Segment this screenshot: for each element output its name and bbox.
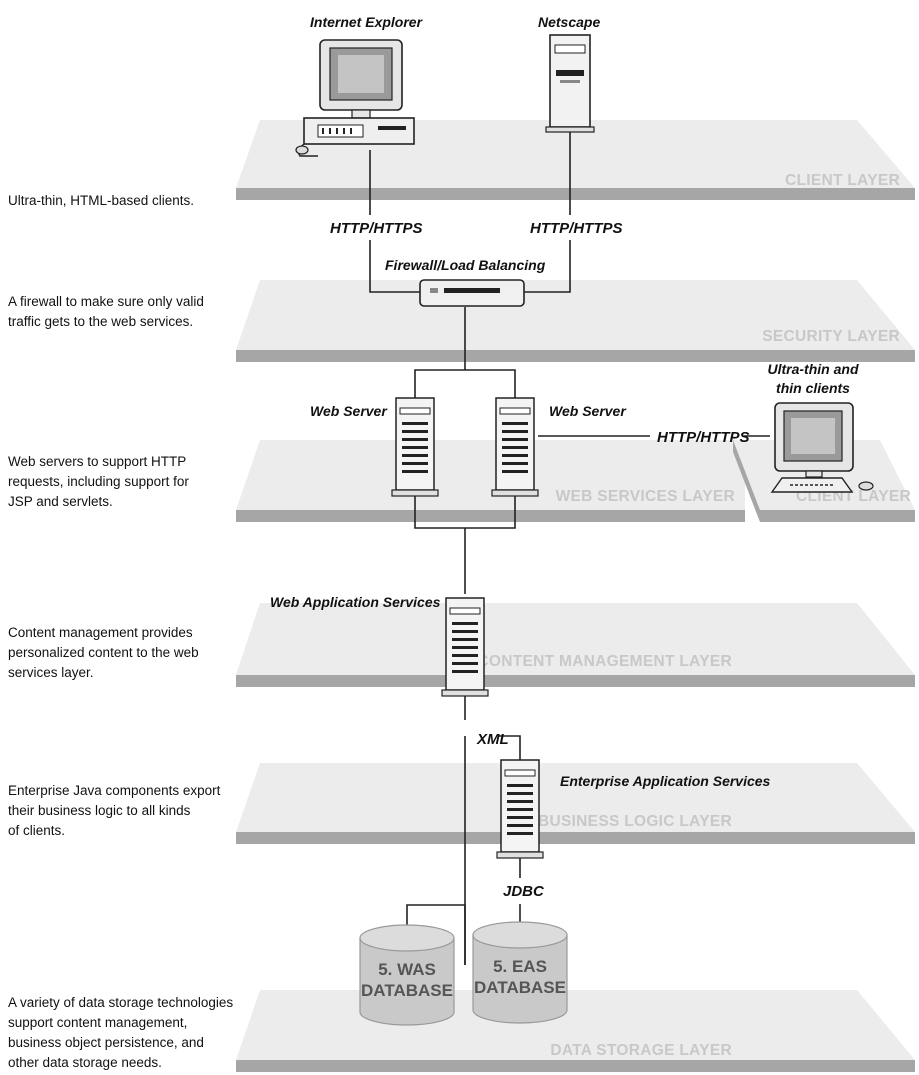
was-database-name: 5. WAS xyxy=(378,960,436,979)
thin-client-computer-icon xyxy=(770,402,874,493)
http-side-label: HTTP/HTTPS xyxy=(657,429,750,446)
security-description-line2: traffic gets to the web services. xyxy=(8,314,193,329)
web-server-left-label: Web Server xyxy=(310,403,388,419)
eas-database-type: DATABASE xyxy=(474,978,566,997)
web-application-server-icon xyxy=(441,597,489,697)
content-management-description-line3: services layer. xyxy=(8,665,94,680)
content-management-layer-slab: CONTENT MANAGEMENT LAYER xyxy=(236,603,915,687)
web-services-description-line2: requests, including support for xyxy=(8,474,189,489)
content-management-layer-label: CONTENT MANAGEMENT LAYER xyxy=(477,653,732,670)
tower-computer-icon xyxy=(545,34,595,133)
data-storage-description-line2: support content management, xyxy=(8,1015,187,1030)
security-layer-slab: SECURITY LAYER xyxy=(236,280,915,362)
internet-explorer-label: Internet Explorer xyxy=(310,14,424,30)
http-label-left: HTTP/HTTPS xyxy=(330,220,423,237)
enterprise-application-services-label: Enterprise Application Services xyxy=(560,773,771,789)
web-server-right-icon xyxy=(491,397,539,497)
business-logic-description-line3: of clients. xyxy=(8,823,65,838)
was-database-icon: 5. WAS DATABASE xyxy=(359,924,455,1026)
jdbc-label: JDBC xyxy=(503,883,545,900)
client-description-line1: Ultra-thin, HTML-based clients. xyxy=(8,193,194,208)
business-logic-description-line1: Enterprise Java components export xyxy=(8,783,221,798)
thin-clients-label-line1: Ultra-thin and xyxy=(768,361,859,377)
layer-descriptions: Ultra-thin, HTML-based clients. A firewa… xyxy=(8,193,233,1070)
eas-database-icon: 5. EAS DATABASE xyxy=(472,921,568,1024)
content-management-description-line1: Content management provides xyxy=(8,625,193,640)
eas-database-name: 5. EAS xyxy=(493,957,547,976)
connection-lines xyxy=(369,130,770,965)
web-server-left-icon xyxy=(391,397,439,497)
firewall-label: Firewall/Load Balancing xyxy=(385,257,546,273)
web-services-description-line3: JSP and servlets. xyxy=(8,494,113,509)
data-storage-description-line4: other data storage needs. xyxy=(8,1055,162,1070)
business-logic-layer-slab: BUSINESS LOGIC LAYER xyxy=(236,763,915,844)
desktop-computer-icon xyxy=(295,39,415,157)
data-storage-description-line3: business object persistence, and xyxy=(8,1035,204,1050)
netscape-label: Netscape xyxy=(538,14,600,30)
xml-label: XML xyxy=(476,731,509,748)
data-storage-layer-label: DATA STORAGE LAYER xyxy=(550,1042,732,1059)
business-logic-description-line2: their business logic to all kinds xyxy=(8,803,191,818)
web-services-layer-label: WEB SERVICES LAYER xyxy=(556,488,735,505)
data-storage-description-line1: A variety of data storage technologies xyxy=(8,995,233,1010)
thin-clients-label-line2: thin clients xyxy=(776,380,850,396)
web-services-layer-slab: WEB SERVICES LAYER xyxy=(236,440,745,522)
firewall-device-icon xyxy=(419,279,525,307)
enterprise-application-server-icon xyxy=(496,759,544,859)
web-services-description-line1: Web servers to support HTTP xyxy=(8,454,186,469)
security-description-line1: A firewall to make sure only valid xyxy=(8,294,204,309)
client-layer-label: CLIENT LAYER xyxy=(785,172,900,189)
component-labels: Internet Explorer Netscape HTTP/HTTPS HT… xyxy=(270,14,859,900)
business-logic-layer-label: BUSINESS LOGIC LAYER xyxy=(538,813,732,830)
was-database-type: DATABASE xyxy=(361,981,453,1000)
web-server-right-label: Web Server xyxy=(549,403,627,419)
security-layer-label: SECURITY LAYER xyxy=(762,328,900,345)
content-management-description-line2: personalized content to the web xyxy=(8,645,199,660)
data-storage-layer-slab: DATA STORAGE LAYER xyxy=(236,990,915,1072)
web-application-services-label: Web Application Services xyxy=(270,594,441,610)
http-label-right: HTTP/HTTPS xyxy=(530,220,623,237)
